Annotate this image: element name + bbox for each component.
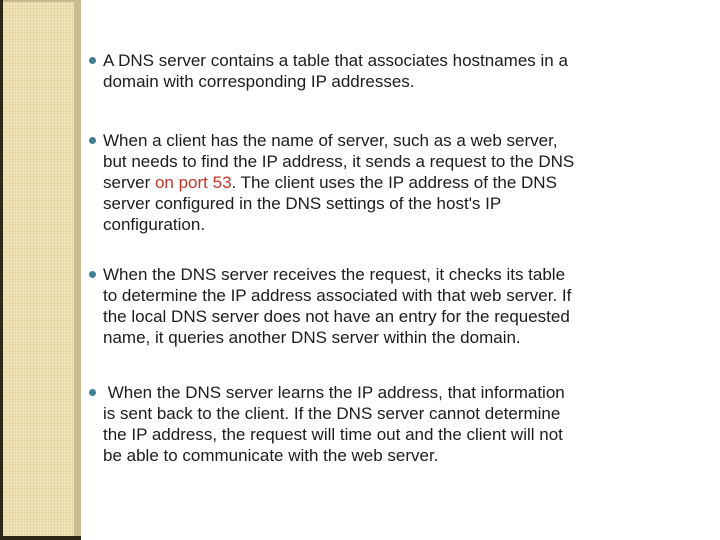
text-line: server configured in the DNS settings of…	[103, 193, 574, 214]
text-line: A DNS server contains a table that assoc…	[103, 50, 568, 71]
text-line: is sent back to the client. If the DNS s…	[103, 403, 565, 424]
text-segment: be able to communicate with the web serv…	[103, 446, 439, 465]
text-segment: . The client uses the IP address of the …	[231, 173, 557, 192]
text-segment: When a client has the name of server, su…	[103, 131, 558, 150]
text-line: the local DNS server does not have an en…	[103, 306, 571, 327]
text-line: When the DNS server learns the IP addres…	[103, 382, 565, 403]
bullet-item: When a client has the name of server, su…	[89, 130, 699, 235]
text-line: domain with corresponding IP addresses.	[103, 71, 568, 92]
slide-accent-band	[0, 0, 81, 540]
text-line: but needs to find the IP address, it sen…	[103, 151, 574, 172]
text-segment: server configured in the DNS settings of…	[103, 194, 502, 213]
text-line: to determine the IP address associated w…	[103, 285, 571, 306]
text-segment: A DNS server contains a table that assoc…	[103, 51, 568, 70]
bullet-text: When the DNS server learns the IP addres…	[103, 382, 565, 466]
text-segment: When the DNS server receives the request…	[103, 265, 566, 284]
text-segment: name, it queries another DNS server with…	[103, 328, 521, 347]
text-segment: to determine the IP address associated w…	[103, 286, 572, 305]
text-segment: the local DNS server does not have an en…	[103, 307, 570, 326]
bullet-item: When the DNS server learns the IP addres…	[89, 382, 699, 466]
text-segment: the IP address, the request will time ou…	[103, 425, 563, 444]
text-line: When a client has the name of server, su…	[103, 130, 574, 151]
bullet-text: A DNS server contains a table that assoc…	[103, 50, 568, 92]
text-segment: is sent back to the client. If the DNS s…	[103, 404, 561, 423]
text-segment: configuration.	[103, 215, 206, 234]
bullet-item: When the DNS server receives the request…	[89, 264, 699, 348]
text-line: configuration.	[103, 214, 574, 235]
text-line: When the DNS server receives the request…	[103, 264, 571, 285]
text-line: the IP address, the request will time ou…	[103, 424, 565, 445]
text-segment: server	[103, 173, 155, 192]
text-segment: but needs to find the IP address, it sen…	[103, 152, 575, 171]
text-line: name, it queries another DNS server with…	[103, 327, 571, 348]
bullet-icon	[89, 137, 96, 144]
bullet-icon	[89, 271, 96, 278]
text-line: be able to communicate with the web serv…	[103, 445, 565, 466]
bullet-text: When the DNS server receives the request…	[103, 264, 571, 348]
bullet-icon	[89, 389, 96, 396]
text-line: server on port 53. The client uses the I…	[103, 172, 574, 193]
text-segment: domain with corresponding IP addresses.	[103, 72, 415, 91]
bullet-text: When a client has the name of server, su…	[103, 130, 574, 235]
bullet-icon	[89, 57, 96, 64]
text-segment: When the DNS server learns the IP addres…	[103, 383, 565, 402]
slide-accent-band-edge	[74, 0, 81, 536]
bullet-item: A DNS server contains a table that assoc…	[89, 50, 699, 92]
bullet-list: A DNS server contains a table that assoc…	[89, 0, 699, 466]
highlighted-text: on port 53	[154, 173, 232, 192]
